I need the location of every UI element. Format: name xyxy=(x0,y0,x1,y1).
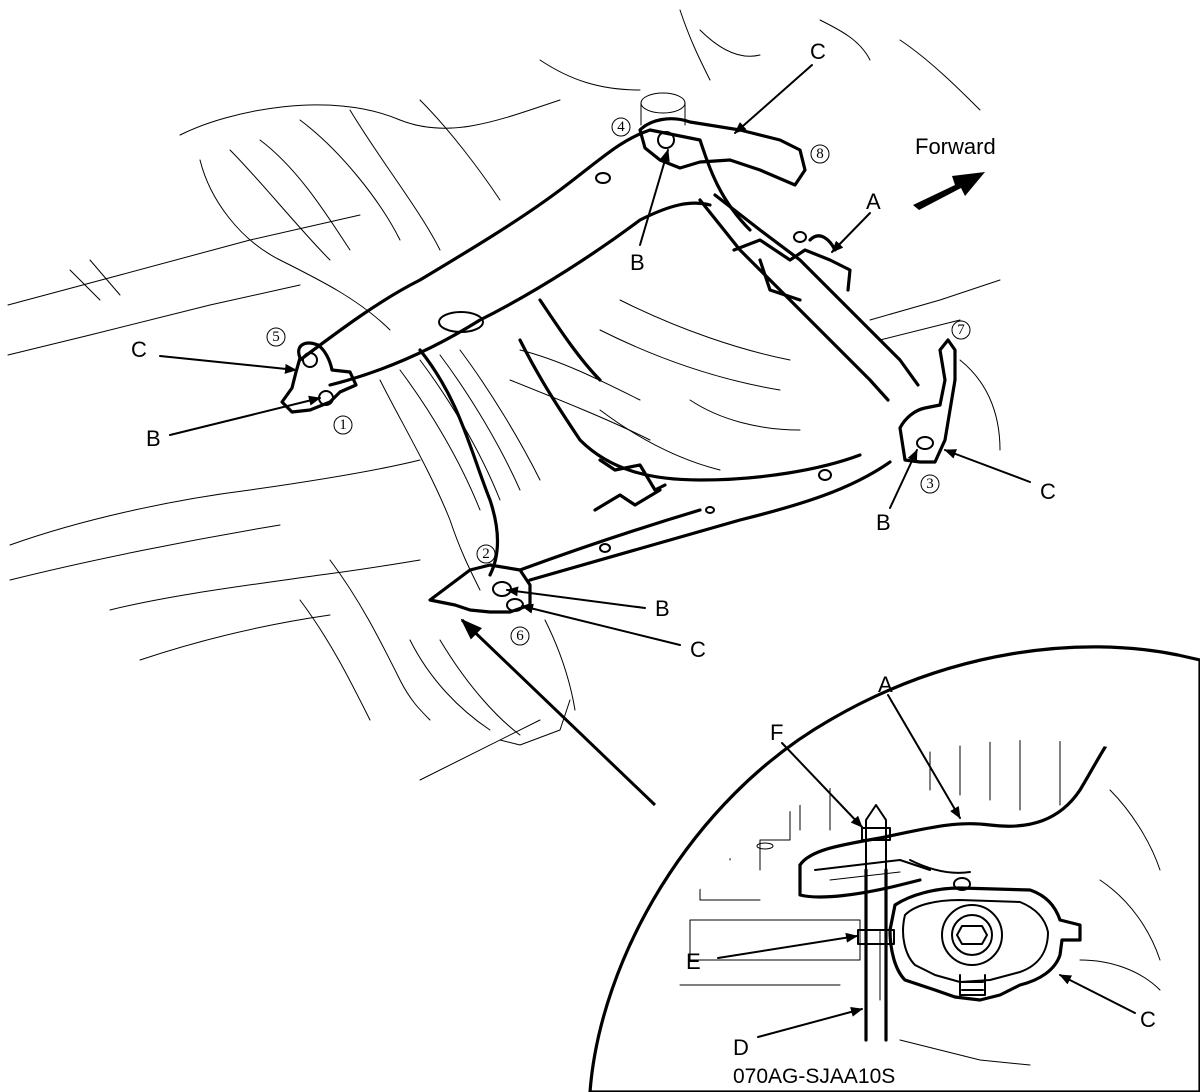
callout-c-top: C xyxy=(810,39,826,64)
callout-c-lower: C xyxy=(690,637,706,662)
callout-leaders xyxy=(159,64,1031,807)
callout-f-detail: F xyxy=(770,720,783,745)
callout-b-upper: B xyxy=(630,250,645,275)
sequence-numbers: 1 2 3 4 5 6 7 8 xyxy=(266,117,971,646)
detail-inset: A F E C D xyxy=(588,645,1200,1092)
sequence-number-8: 8 xyxy=(816,146,824,162)
callout-e-detail: E xyxy=(686,949,701,974)
callout-b-lower: B xyxy=(655,596,670,621)
sequence-number-5: 5 xyxy=(272,329,280,345)
callout-b-left: B xyxy=(146,426,161,451)
sequence-number-2: 2 xyxy=(482,546,490,562)
callout-a-top: A xyxy=(866,189,881,214)
sequence-number-7: 7 xyxy=(957,322,965,338)
vehicle-body-background xyxy=(7,9,1001,781)
sequence-number-6: 6 xyxy=(516,628,524,644)
sequence-number-4: 4 xyxy=(617,119,625,135)
forward-label: Forward xyxy=(915,134,996,159)
figure-code: 070AG-SJAA10S xyxy=(733,1065,895,1088)
sequence-number-1: 1 xyxy=(339,417,347,433)
subframe-outline xyxy=(280,117,957,614)
callout-a-detail: A xyxy=(878,672,893,697)
callout-d-detail: D xyxy=(733,1035,749,1060)
callout-b-right: B xyxy=(876,510,891,535)
sequence-number-3: 3 xyxy=(926,476,934,492)
callout-c-detail: C xyxy=(1140,1007,1156,1032)
callout-c-left: C xyxy=(131,337,147,362)
mounting-bolts xyxy=(302,92,934,612)
callout-c-right: C xyxy=(1040,479,1056,504)
forward-arrow-icon xyxy=(913,172,985,210)
